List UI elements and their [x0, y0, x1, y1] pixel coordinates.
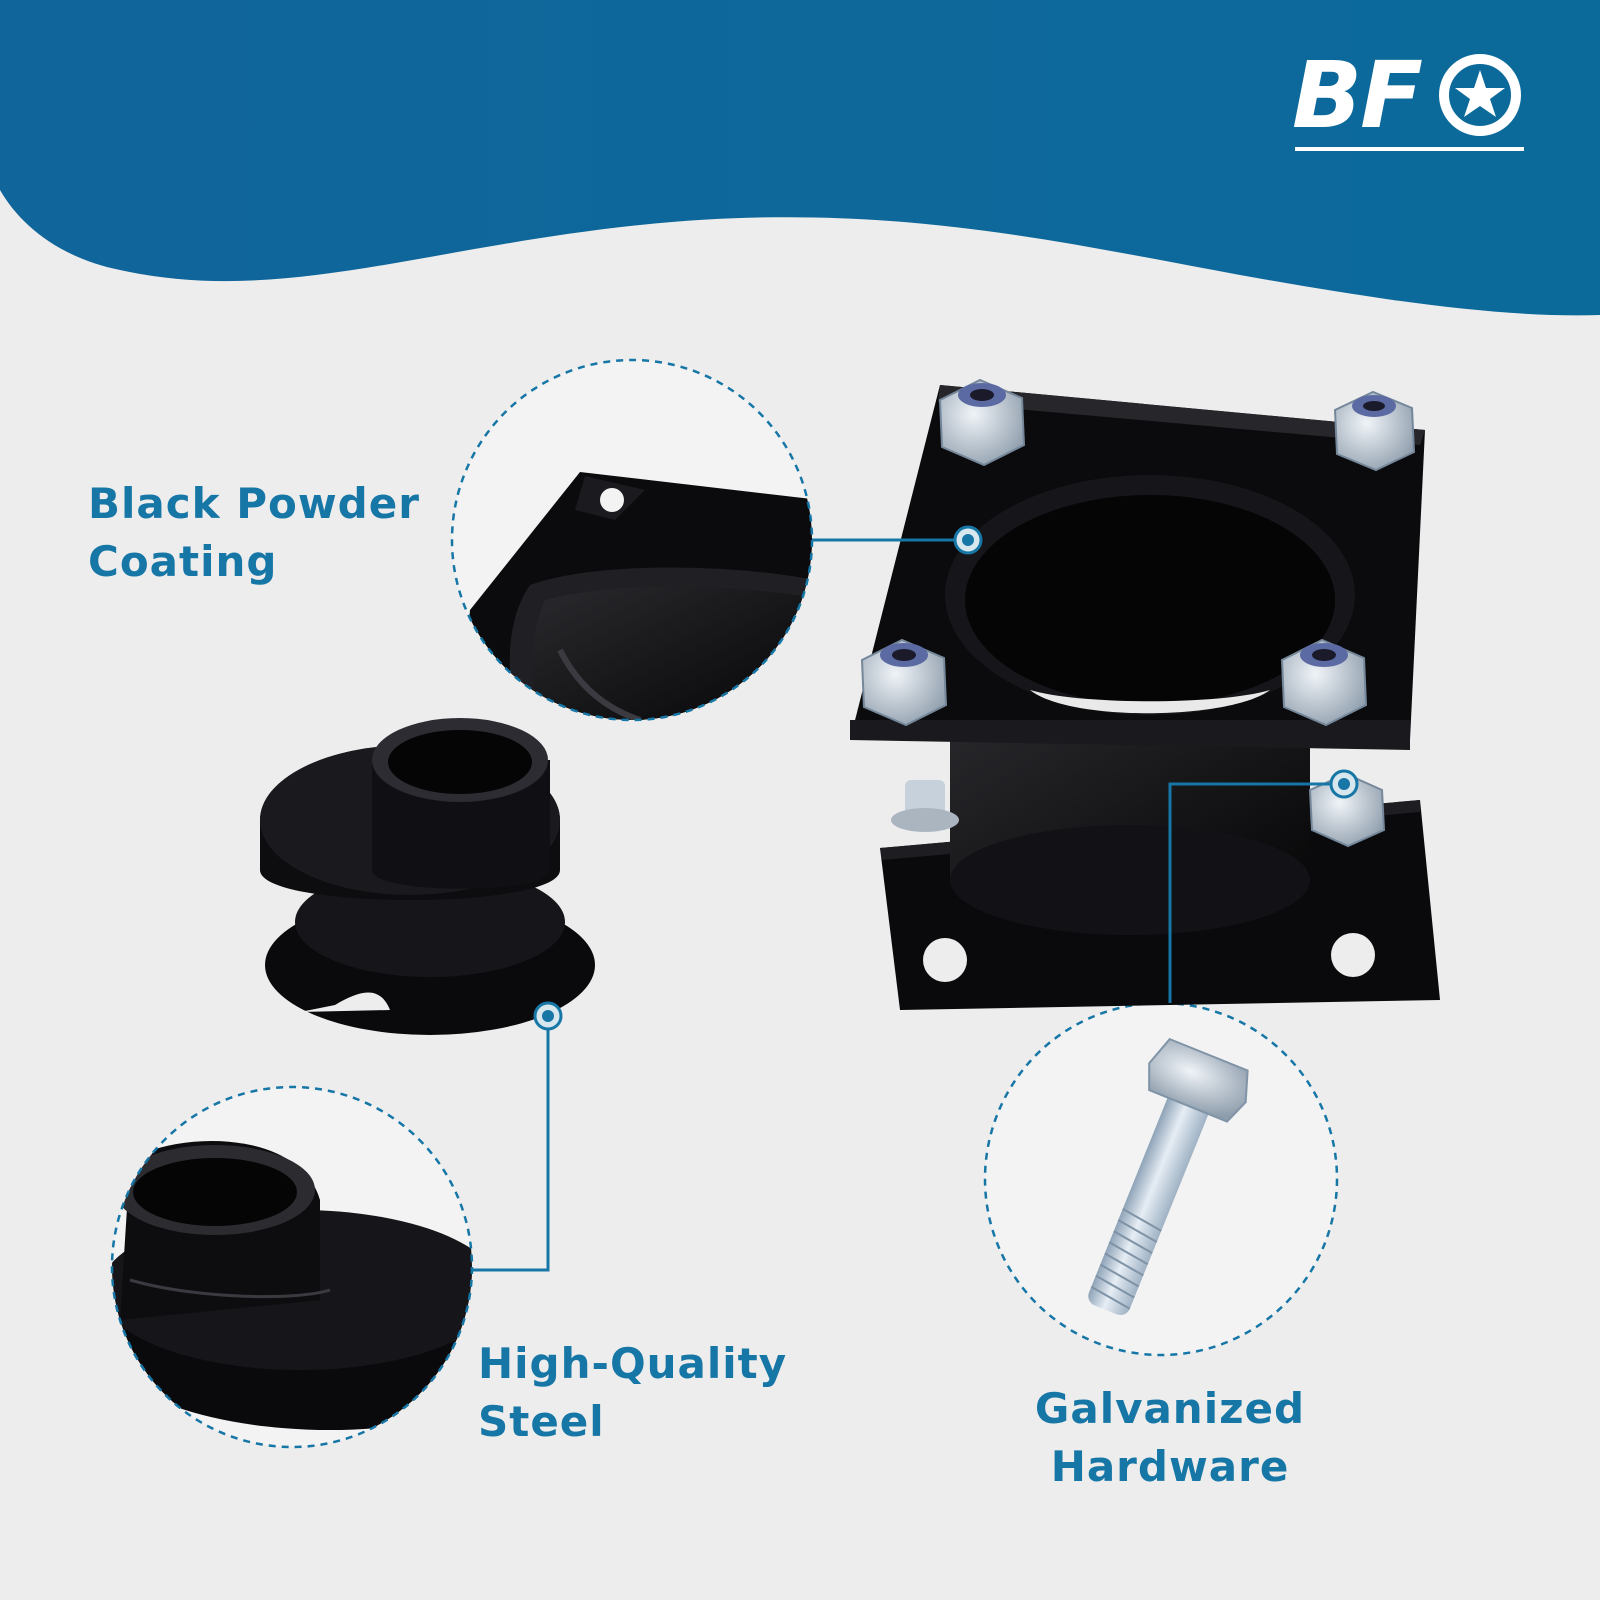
wave-banner [0, 0, 1600, 316]
coil-spacer-image [260, 718, 595, 1035]
steel-zoom-ring [110, 1085, 474, 1449]
nut-icon [860, 638, 948, 727]
nut-icon [938, 378, 1026, 467]
callout-powder-coating-line1: Black Powder [88, 479, 420, 528]
callout-powder-coating: Black Powder Coating [88, 475, 420, 591]
callout-hardware-line2: Hardware [1050, 1442, 1290, 1491]
bolt-zoom-image [985, 1003, 1337, 1355]
star-circle-icon [1439, 54, 1521, 136]
callout-steel: High-Quality Steel [478, 1335, 787, 1451]
nut-icon [1280, 638, 1368, 727]
powder-coating-zoom-image [452, 360, 812, 720]
strut-spacer-image [850, 378, 1440, 1010]
callout-steel-line2: Steel [478, 1397, 605, 1446]
hardware-zoom-ring [983, 1001, 1339, 1357]
callout-powder-coating-line2: Coating [88, 537, 278, 586]
callout-hardware-line1: Galvanized [1034, 1384, 1306, 1433]
steel-connector [472, 1001, 563, 1272]
powder-coating-connector [812, 525, 983, 555]
hardware-connector [1168, 769, 1359, 1003]
brand-logo: BF [1292, 42, 1423, 149]
nut-icon [1333, 390, 1416, 472]
callout-steel-line1: High-Quality [478, 1339, 788, 1388]
callout-hardware: Galvanized Hardware [985, 1380, 1355, 1496]
